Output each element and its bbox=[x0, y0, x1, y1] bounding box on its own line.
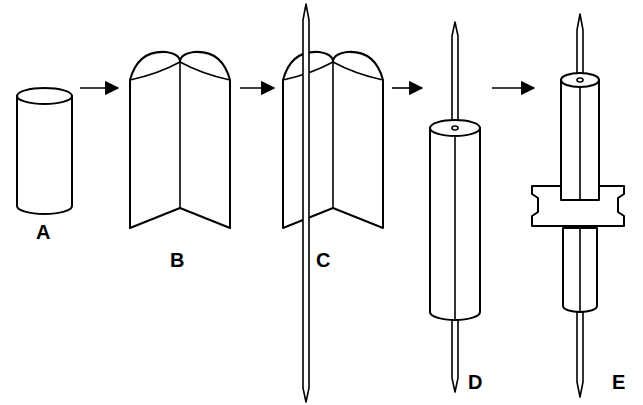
needle-bottom bbox=[452, 318, 458, 392]
seam-line bbox=[579, 87, 581, 200]
seam-line bbox=[454, 136, 456, 320]
needle-top bbox=[577, 14, 583, 80]
cylinder-top bbox=[17, 88, 72, 104]
needle-bottom bbox=[577, 312, 583, 397]
split-halves bbox=[283, 52, 383, 228]
step-arrow bbox=[492, 87, 534, 89]
upper-cylinder bbox=[561, 80, 599, 200]
cylinder-on-needle-d bbox=[430, 22, 480, 392]
stage-letter: A bbox=[36, 222, 50, 242]
assembly-e bbox=[532, 14, 624, 397]
split-cylinder-c bbox=[283, 4, 383, 402]
cylinder-top bbox=[561, 73, 599, 87]
step-arrow bbox=[392, 87, 422, 89]
stage-letter: D bbox=[468, 372, 482, 392]
step-arrow bbox=[80, 87, 118, 89]
split-halves bbox=[130, 52, 230, 228]
split-line bbox=[179, 62, 181, 208]
cylinder-body bbox=[430, 128, 480, 320]
split-cylinder-b bbox=[130, 52, 230, 228]
stage-letter: E bbox=[612, 372, 625, 392]
step-arrow bbox=[240, 87, 274, 89]
split-line bbox=[332, 62, 334, 208]
stage-letter: C bbox=[316, 250, 330, 270]
seam-line bbox=[579, 228, 581, 312]
cylinder-a bbox=[17, 88, 72, 214]
needle-top bbox=[452, 22, 458, 130]
needle-hole bbox=[577, 78, 583, 82]
lower-cylinder bbox=[563, 228, 597, 312]
needle-hole bbox=[452, 126, 458, 130]
cylinder-top bbox=[430, 120, 480, 136]
stage-letter: B bbox=[170, 250, 184, 270]
needle bbox=[303, 4, 309, 402]
cylinder-body bbox=[17, 96, 72, 214]
